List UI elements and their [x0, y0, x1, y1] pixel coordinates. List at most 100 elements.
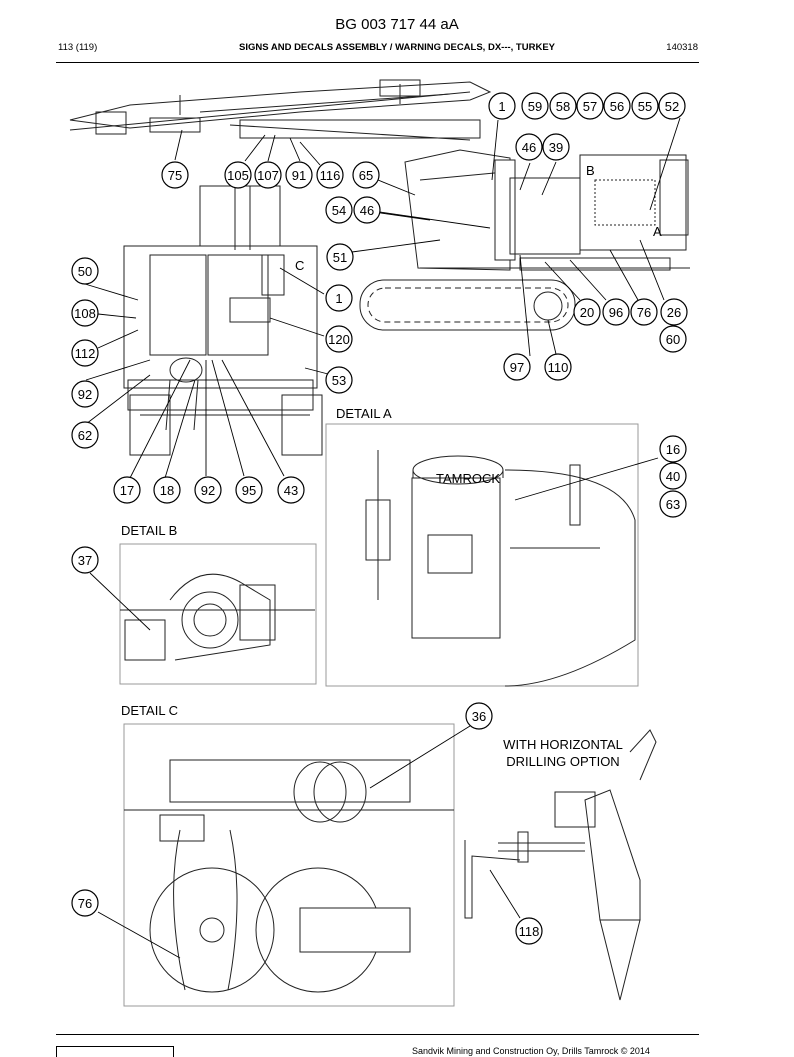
- callout-52: 52: [658, 92, 686, 120]
- callout-number: 56: [610, 99, 624, 114]
- callout-105: 105: [224, 161, 252, 189]
- callout-number: 54: [332, 203, 346, 218]
- callout-number: 16: [666, 442, 680, 457]
- callout-number: 107: [257, 168, 279, 183]
- callout-62: 62: [71, 421, 99, 449]
- callout-number: 91: [292, 168, 306, 183]
- detail-b-drawing: [120, 573, 315, 661]
- callout-number: 105: [227, 168, 249, 183]
- footer-copyright: Sandvik Mining and Construction Oy, Dril…: [412, 1046, 650, 1056]
- callout-circle: [153, 476, 181, 504]
- callout-circle: [71, 889, 99, 917]
- header-rule: [56, 62, 699, 63]
- detail-c-drawing: [124, 759, 454, 993]
- callout-97: 97: [503, 353, 531, 381]
- callout-circle: [515, 133, 543, 161]
- callout-circle: [352, 161, 380, 189]
- callout-92: 92: [71, 380, 99, 408]
- callout-96: 96: [602, 298, 630, 326]
- callout-circle: [521, 92, 549, 120]
- leader-lines: [84, 117, 681, 959]
- callout-54: 54: [325, 196, 353, 224]
- callout-number: 53: [332, 373, 346, 388]
- callout-number: 116: [320, 168, 341, 183]
- tamrock-decal-text: TAMROCK: [436, 471, 500, 486]
- callout-59: 59: [521, 92, 549, 120]
- callout-36: 36: [465, 702, 493, 730]
- callout-number: 118: [519, 924, 540, 939]
- callout-76: 76: [630, 298, 658, 326]
- detail-a-label: DETAIL A: [336, 406, 392, 421]
- callout-1: 1: [488, 92, 516, 120]
- callout-circle: [658, 92, 686, 120]
- callout-circle: [659, 325, 687, 353]
- callout-circle: [113, 476, 141, 504]
- callout-circle: [224, 161, 252, 189]
- callout-112: 112: [71, 339, 99, 367]
- callout-number: 58: [556, 99, 570, 114]
- callout-56: 56: [603, 92, 631, 120]
- callout-number: 18: [160, 483, 174, 498]
- callout-number: 60: [666, 332, 680, 347]
- callout-63: 63: [659, 490, 687, 518]
- callout-number: 39: [549, 140, 563, 155]
- callout-circle: [71, 257, 99, 285]
- callout-number: 37: [78, 553, 92, 568]
- callout-57: 57: [576, 92, 604, 120]
- callout-number: 59: [528, 99, 542, 114]
- detail-b-label: DETAIL B: [121, 523, 177, 538]
- callout-110: 110: [544, 353, 572, 381]
- callout-circle: [542, 133, 570, 161]
- callout-circle: [631, 92, 659, 120]
- callout-number: 51: [333, 250, 347, 265]
- callout-95: 95: [235, 476, 263, 504]
- callout-circle: [71, 421, 99, 449]
- callout-number: 63: [666, 497, 680, 512]
- callout-circle: [659, 490, 687, 518]
- callout-16: 16: [659, 435, 687, 463]
- callout-number: 76: [78, 896, 92, 911]
- carrier-front-view: [123, 245, 323, 456]
- callout-circle: [603, 92, 631, 120]
- callout-number: 97: [510, 360, 524, 375]
- callout-number: 1: [498, 99, 505, 114]
- callout-circle: [325, 366, 353, 394]
- callout-number: 1: [335, 291, 342, 306]
- callout-circle: [465, 702, 493, 730]
- callout-circle: [488, 92, 516, 120]
- callout-number: 110: [548, 360, 569, 375]
- callout-circle: [254, 161, 282, 189]
- callout-number: 112: [75, 346, 96, 361]
- detail-c-frame: [123, 723, 455, 1007]
- callout-60: 60: [659, 325, 687, 353]
- callout-number: 75: [168, 168, 182, 183]
- letter-c: C: [295, 258, 304, 273]
- callout-circle: [659, 435, 687, 463]
- callout-number: 40: [666, 469, 680, 484]
- callout-circle: [161, 161, 189, 189]
- horizontal-drilling-drawing: [464, 729, 657, 1001]
- callout-number: 92: [201, 483, 215, 498]
- callout-40: 40: [659, 462, 687, 490]
- callout-1: 1: [325, 284, 353, 312]
- callout-number: 52: [665, 99, 679, 114]
- callout-number: 43: [284, 483, 298, 498]
- callout-circle: [660, 298, 688, 326]
- callout-number: 92: [78, 387, 92, 402]
- footer-rule: [56, 1034, 699, 1035]
- callout-number: 120: [328, 332, 350, 347]
- callout-number: 62: [78, 428, 92, 443]
- callout-circle: [325, 325, 353, 353]
- callout-circle: [325, 284, 353, 312]
- callout-circle: [549, 92, 577, 120]
- callout-circle: [285, 161, 313, 189]
- horizontal-option-label-1: WITH HORIZONTAL: [503, 737, 623, 752]
- callout-number: 17: [120, 483, 134, 498]
- callout-53: 53: [325, 366, 353, 394]
- callout-108: 108: [71, 299, 99, 327]
- callout-51: 51: [326, 243, 354, 271]
- callout-number: 36: [472, 709, 486, 724]
- callout-circle: [503, 353, 531, 381]
- callout-46: 46: [515, 133, 543, 161]
- callout-37: 37: [71, 546, 99, 574]
